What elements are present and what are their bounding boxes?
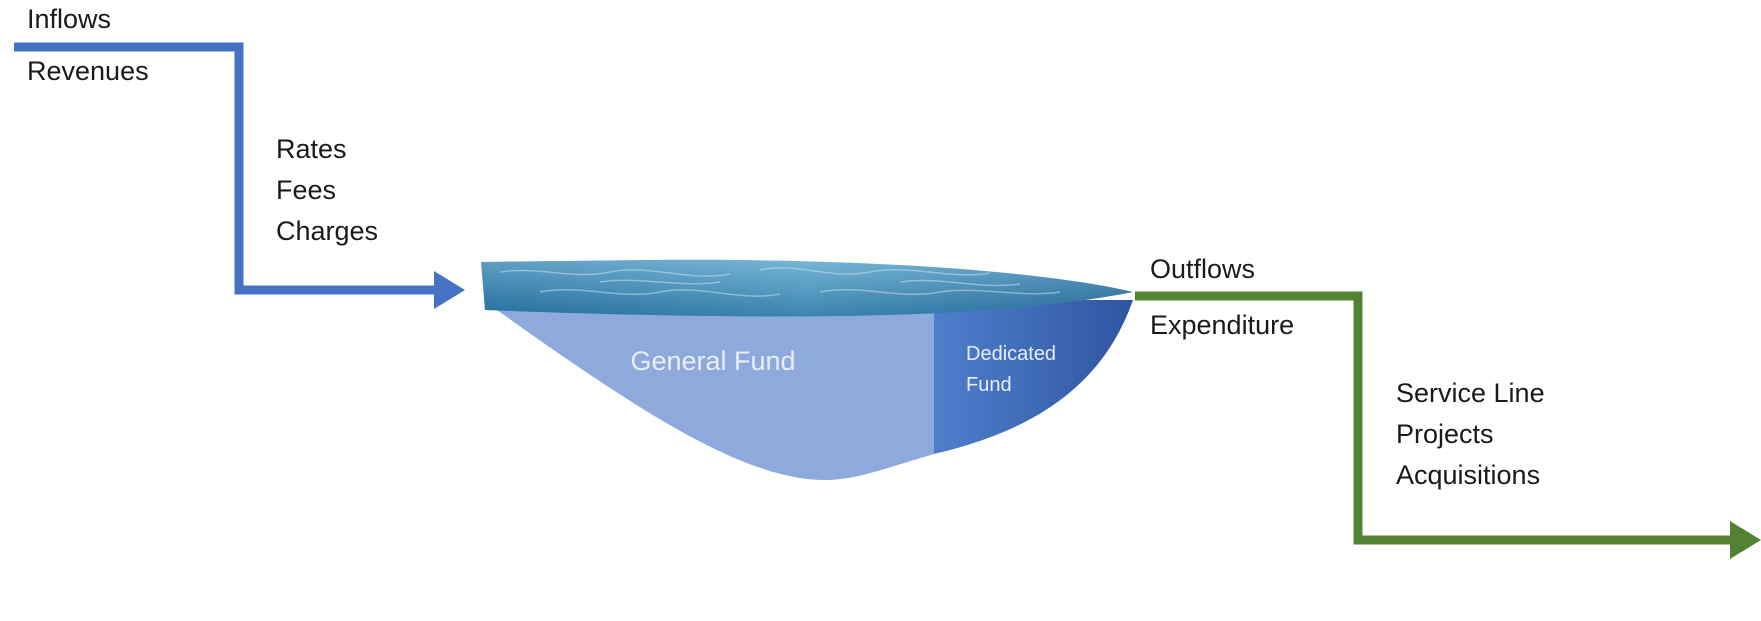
outflow-arrow-line — [1135, 291, 1735, 545]
outflow-arrowhead — [1730, 521, 1761, 559]
inflow-item-rates: Rates — [276, 134, 347, 164]
inflow-item-charges: Charges — [276, 216, 379, 246]
inflow-arrow-line — [14, 42, 442, 295]
revenues-subheading: Revenues — [27, 56, 149, 86]
dedicated-fund-region — [934, 300, 1133, 454]
dedicated-fund-label: Dedicated Fund — [966, 343, 1062, 396]
water-ripples — [499, 267, 1061, 297]
general-fund-region — [483, 300, 934, 481]
fund-bowl — [481, 259, 1133, 481]
expenditure-subheading: Expenditure — [1150, 310, 1295, 340]
outflows-heading: Outflows — [1150, 254, 1256, 284]
outflow-items-list: Service Line Projects Acquisitions — [1396, 373, 1545, 496]
outflow-arrow — [1135, 291, 1761, 559]
inflows-heading: Inflows — [27, 4, 112, 34]
outflow-item-service-line: Service Line — [1396, 378, 1545, 408]
outflow-item-acquisitions: Acquisitions — [1396, 460, 1541, 490]
inflow-arrow — [14, 42, 465, 309]
outflow-item-projects: Projects — [1396, 419, 1494, 449]
general-fund-label: General Fund — [630, 346, 795, 376]
inflow-arrowhead — [434, 271, 465, 309]
inflow-item-fees: Fees — [276, 175, 337, 205]
water-surface-shade — [481, 259, 1133, 317]
inflow-items-list: Rates Fees Charges — [276, 129, 378, 252]
